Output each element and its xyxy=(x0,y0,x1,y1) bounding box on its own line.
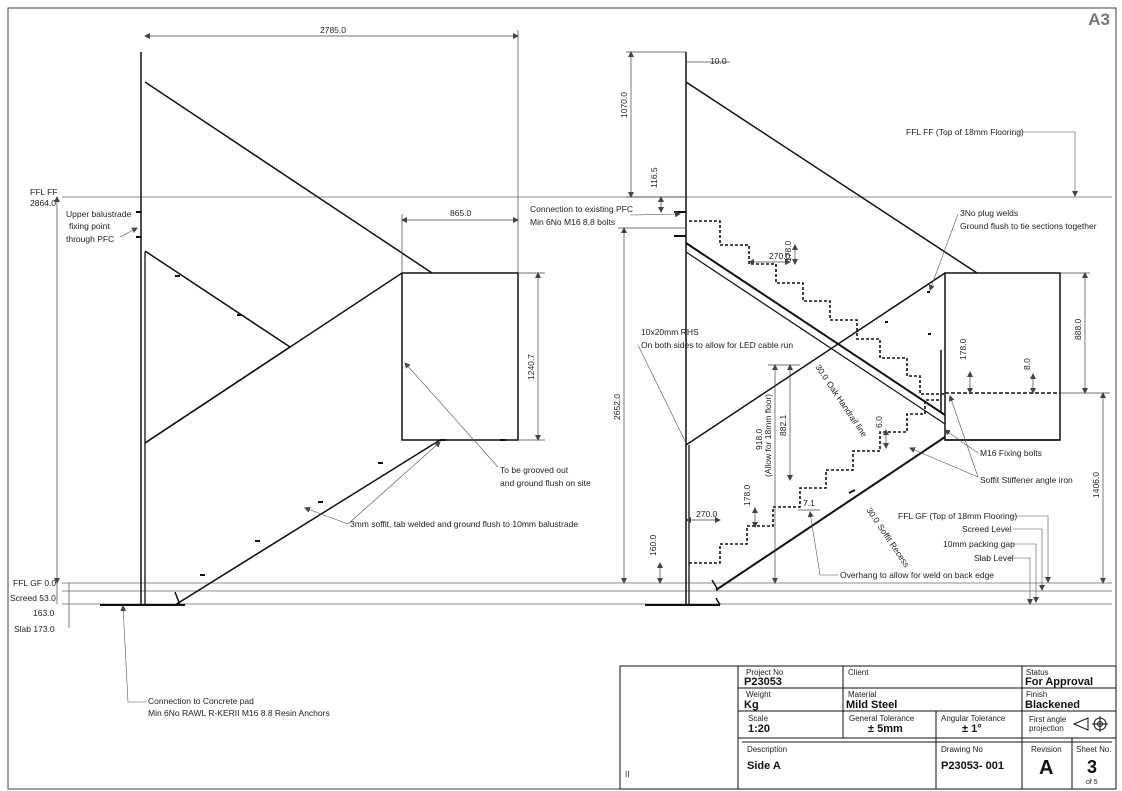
right-notes: Connection to existing PFC Min 6No M16 8… xyxy=(530,127,1097,580)
level-163: 163.0 xyxy=(33,608,55,618)
note-upper-fix-3: through PFC xyxy=(66,234,114,244)
dim-160: 160.0 xyxy=(648,534,658,556)
note-rhs-1: 10x20mm RHS xyxy=(641,327,699,337)
note-slab-level: Slab Level xyxy=(974,553,1014,563)
note-upper-fix-1: Upper balustrade xyxy=(66,209,131,219)
dim-7: 7.1 xyxy=(803,498,815,508)
left-elevation xyxy=(62,52,1112,606)
note-overhang: Overhang to allow for weld on back edge xyxy=(840,570,994,580)
dim-30-soffit-note: Soffit Recess xyxy=(876,522,912,569)
level-ffl-ff-value: 2864.0 xyxy=(30,198,56,208)
level-screed: Screed 53.0 xyxy=(10,593,56,603)
level-ffl-ff: FFL FF xyxy=(30,187,58,197)
note-ffl-ff-top: FFL FF (Top of 18mm Flooring) xyxy=(906,127,1024,137)
note-rhs-2: On both sides to allow for LED cable run xyxy=(641,340,793,350)
note-soffit: 3mm soffit, tab welded and ground flush … xyxy=(350,519,578,529)
dim-1240: 1240.7 xyxy=(526,354,536,380)
dim-270-bottom: 270.0 xyxy=(696,509,718,519)
note-concrete-1: Connection to Concrete pad xyxy=(148,696,254,706)
sheet-size-label: A3 xyxy=(1088,10,1110,29)
note-pfc-2: Min 6No M16 8.8 bolts xyxy=(530,217,615,227)
dim-178-mid: 178.0 xyxy=(958,338,968,360)
dim-918: 918.0 xyxy=(754,428,764,450)
dim-6: 6.0 xyxy=(874,416,884,428)
left-dimension-text: 2785.0 865.0 1240.7 FFL FF 2864.0 FFL GF… xyxy=(10,25,536,634)
note-ffl-gf-top: FFL GF (Top of 18mm Flooring) xyxy=(898,511,1017,521)
dim-10: 10.0 xyxy=(710,56,727,66)
dim-882: 882.1 xyxy=(778,414,788,436)
note-m16: M16 Fixing bolts xyxy=(980,448,1042,458)
dim-1070: 1070.0 xyxy=(619,92,629,118)
title-block-frame xyxy=(619,665,1117,790)
left-dimensions xyxy=(54,30,545,628)
left-notes: Upper balustrade fixing point through PF… xyxy=(66,209,591,718)
dim-865: 865.0 xyxy=(450,208,472,218)
note-plug-1: 3No plug welds xyxy=(960,208,1018,218)
note-plug-2: Ground flush to tie sections together xyxy=(960,221,1097,231)
note-upper-fix-2: fixing point xyxy=(69,221,110,231)
note-grooved-1: To be grooved out xyxy=(500,465,569,475)
dim-30-handrail-note: Oak Handrail line xyxy=(825,379,870,439)
note-grooved-2: and ground flush on site xyxy=(500,478,591,488)
note-pfc-1: Connection to existing PFC xyxy=(530,204,633,214)
dim-178-top: 178.0 xyxy=(783,240,793,262)
level-ffl-gf: FFL GF 0.0 xyxy=(13,578,56,588)
left-leaders xyxy=(119,227,499,703)
projection-symbol xyxy=(1072,716,1108,732)
dim-2652: 2652.0 xyxy=(612,394,622,420)
dim-30-soffit: 30.0 xyxy=(864,506,882,526)
dim-8: 8.0 xyxy=(1022,358,1032,370)
note-concrete-2: Min 6No RAWL R-KERII M16 8.8 Resin Ancho… xyxy=(148,708,330,718)
dim-1406: 1406.0 xyxy=(1091,472,1101,498)
level-slab: Slab 173.0 xyxy=(14,624,55,634)
sheet-border xyxy=(7,7,1117,790)
dim-270-top: 270.0 xyxy=(769,251,791,261)
handrail-dim: 30.0 Oak Handrail line xyxy=(813,363,869,439)
dim-918-note: (Allow for 18mm floor) xyxy=(763,394,773,477)
right-dimensions xyxy=(618,51,1110,584)
dim-888: 888.0 xyxy=(1073,318,1083,340)
dim-178-bottom: 178.0 xyxy=(742,484,752,506)
dim-2785: 2785.0 xyxy=(320,25,346,35)
note-stiffener: Soffit Stiffener angle iron xyxy=(980,475,1073,485)
dim-30-handrail: 30.0 xyxy=(813,363,831,383)
note-screed-level: Screed Level xyxy=(962,524,1012,534)
right-elevation xyxy=(645,52,1061,606)
note-packing: 10mm packing gap xyxy=(943,539,1015,549)
dim-116: 116.5 xyxy=(649,167,659,188)
right-leaders xyxy=(629,131,1078,605)
